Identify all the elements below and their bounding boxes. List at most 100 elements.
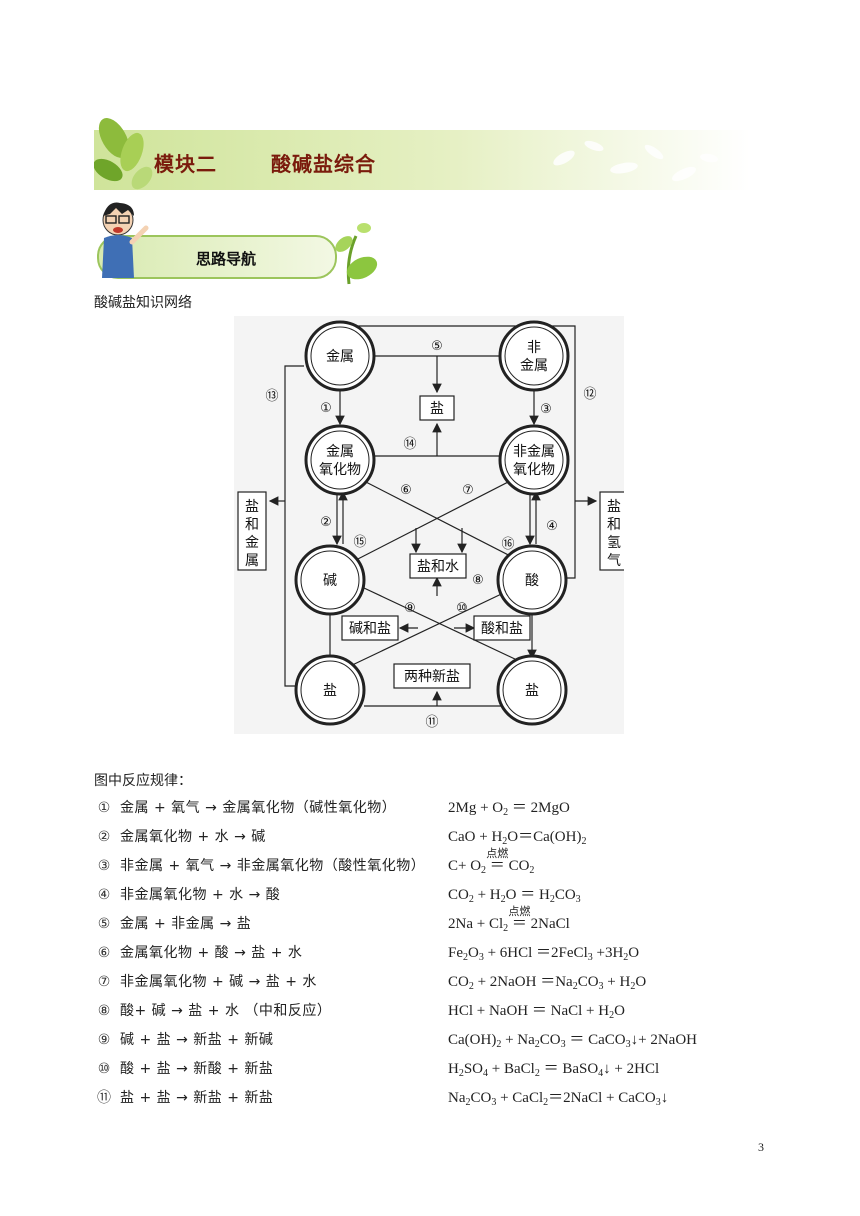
page-number: 3: [758, 1140, 764, 1154]
box-salt-hydrogen-c3: 氢: [607, 535, 621, 551]
sprout-icon: [335, 223, 378, 285]
box-salt-metal-c1: 盐: [245, 499, 259, 515]
node-base: 碱: [323, 573, 337, 589]
label-16: ⑯: [501, 537, 514, 552]
rule-number: ⑩: [97, 1061, 111, 1077]
label-2: ②: [320, 515, 332, 530]
label-10: ⑩: [456, 601, 468, 616]
label-13: ⑬: [265, 389, 278, 404]
knowledge-network-diagram: 金属 非 金属 金属 氧化物 非金属 氧化物 碱 酸 盐 盐 盐 盐和水 碱和盐…: [234, 316, 624, 734]
node-salt-left: 盐: [323, 683, 337, 699]
rule-number: ②: [97, 829, 111, 845]
rule-row: ⑪ 盐 + 盐 → 新盐 + 新盐 Na2CO3 + CaCl2＝2NaCl +…: [94, 1087, 764, 1109]
rule-number: ⑦: [97, 974, 111, 990]
rule-equation: 2Na + Cl2 点燃＝ 2NaCl: [448, 905, 570, 935]
node-nonmetal-oxide-line1: 非金属: [513, 444, 555, 460]
label-5: ⑤: [431, 339, 443, 354]
node-acid: 酸: [525, 573, 539, 589]
rule-row: ③ 非金属 + 氧气 → 非金属氧化物（酸性氧化物） C+ O2 点燃＝ CO2: [94, 847, 764, 877]
label-3: ③: [540, 402, 552, 417]
box-salt-hydrogen-c2: 和: [607, 517, 621, 533]
rule-equation: CO2 + H2O ＝ H2CO3: [448, 887, 581, 905]
box-salt-metal-c2: 和: [245, 517, 259, 533]
rule-number: ⑧: [97, 1003, 111, 1019]
module-label: 模块二: [154, 152, 217, 176]
rule-row: ⑧ 酸+ 碱 → 盐 + 水 （中和反应） HCl + NaOH ＝ NaCl …: [94, 1000, 764, 1022]
label-1: ①: [320, 401, 332, 416]
box-acid-salt: 酸和盐: [481, 621, 523, 637]
rule-number: ①: [97, 800, 111, 816]
section-banner: [97, 202, 378, 285]
rule-text: 盐 + 盐 → 新盐 + 新盐: [120, 1090, 274, 1106]
rule-text: 非金属氧化物 + 碱 → 盐 + 水: [120, 974, 317, 990]
rule-equation: HCl + NaOH ＝ NaCl + H2O: [448, 1003, 625, 1021]
label-12: ⑫: [583, 387, 596, 402]
rule-number: ⑨: [97, 1032, 111, 1048]
module-banner: [94, 118, 750, 190]
rule-equation: Ca(OH)2 + Na2CO3 ＝ CaCO3↓+ 2NaOH: [448, 1032, 698, 1050]
module-name: 酸碱盐综合: [271, 152, 376, 176]
rule-text: 碱 + 盐 → 新盐 + 新碱: [120, 1032, 274, 1048]
node-nonmetal-line1: 非: [527, 340, 541, 356]
rule-row: ① 金属 + 氧气 → 金属氧化物（碱性氧化物） 2Mg + O2 ＝ 2MgO: [94, 797, 764, 819]
node-salt-right: 盐: [525, 683, 539, 699]
rule-equation: H2SO4 + BaCl2 ＝ BaSO4↓ + 2HCl: [448, 1061, 660, 1079]
rule-row: ④ 非金属氧化物 + 水 → 酸 CO2 + H2O ＝ H2CO3: [94, 884, 764, 906]
box-two-new-salts: 两种新盐: [404, 669, 460, 685]
rule-equation: CaO + H2O＝Ca(OH)2: [448, 829, 587, 847]
rule-number: ③: [97, 858, 111, 874]
leaf-pattern-icon: [553, 140, 718, 182]
rule-text: 非金属氧化物 + 水 → 酸: [120, 887, 281, 903]
node-metal: 金属: [326, 349, 354, 365]
module-title: 模块二 酸碱盐综合: [154, 148, 376, 177]
rule-text: 金属氧化物 + 水 → 碱: [120, 829, 266, 845]
rule-number: ⑤: [97, 916, 111, 932]
box-salt-top: 盐: [430, 401, 444, 417]
rule-equation: Fe2O3 + 6HCl ＝2FeCl3 +3H2O: [448, 945, 640, 963]
node-nonmetal-line2: 金属: [520, 358, 548, 374]
rule-text: 非金属 + 氧气 → 非金属氧化物（酸性氧化物）: [120, 858, 426, 874]
reaction-condition: 点燃: [486, 847, 509, 860]
node-metal-oxide-line2: 氧化物: [319, 462, 361, 478]
label-14: ⑭: [403, 437, 416, 452]
node-metal-oxide-line1: 金属: [326, 444, 354, 460]
rules-heading: 图中反应规律：: [94, 773, 192, 789]
leaf-decoration-icon: [94, 118, 153, 190]
rule-row: ⑤ 金属 + 非金属 → 盐 2Na + Cl2 点燃＝ 2NaCl: [94, 905, 764, 935]
label-7: ⑦: [462, 483, 474, 498]
intro-text: 酸碱盐知识网络: [94, 295, 192, 311]
label-8: ⑧: [472, 573, 484, 588]
section-title: 思路导航: [196, 250, 257, 268]
rule-row: ② 金属氧化物 + 水 → 碱 CaO + H2O＝Ca(OH)2: [94, 826, 764, 848]
box-salt-metal-c3: 金: [245, 535, 259, 551]
box-salt-metal-c4: 属: [245, 553, 259, 569]
label-11: ⑪: [425, 715, 438, 730]
rule-equation: C+ O2 点燃＝ CO2: [448, 847, 534, 877]
rule-equation: Na2CO3 + CaCl2＝2NaCl + CaCO3↓: [448, 1090, 669, 1108]
rule-row: ⑩ 酸 + 盐 → 新酸 + 新盐 H2SO4 + BaCl2 ＝ BaSO4↓…: [94, 1058, 764, 1080]
rule-text: 酸+ 碱 → 盐 + 水 （中和反应）: [120, 1003, 332, 1019]
rule-row: ⑨ 碱 + 盐 → 新盐 + 新碱 Ca(OH)2 + Na2CO3 ＝ CaC…: [94, 1029, 764, 1051]
rule-text: 金属 + 非金属 → 盐: [120, 916, 252, 932]
box-base-salt: 碱和盐: [349, 621, 391, 637]
cartoon-boy-icon: [102, 202, 149, 278]
rule-row: ⑥ 金属氧化物 + 酸 → 盐 + 水 Fe2O3 + 6HCl ＝2FeCl3…: [94, 942, 764, 964]
label-4: ④: [546, 519, 558, 534]
rule-number: ④: [97, 887, 111, 903]
rule-number: ⑪: [97, 1090, 111, 1106]
rule-equation: CO2 + 2NaOH ＝Na2CO3 + H2O: [448, 974, 647, 992]
rule-equation: 2Mg + O2 ＝ 2MgO: [448, 800, 570, 818]
node-nonmetal-oxide-line2: 氧化物: [513, 462, 555, 478]
label-6: ⑥: [400, 483, 412, 498]
reaction-condition: 点燃: [508, 905, 531, 918]
box-salt-hydrogen-c1: 盐: [607, 499, 621, 515]
box-salt-hydrogen-c4: 气: [607, 553, 621, 569]
rule-row: ⑦ 非金属氧化物 + 碱 → 盐 + 水 CO2 + 2NaOH ＝Na2CO3…: [94, 971, 764, 993]
rule-text: 金属氧化物 + 酸 → 盐 + 水: [120, 945, 303, 961]
label-9: ⑨: [404, 601, 416, 616]
label-15: ⑮: [353, 535, 366, 550]
rule-number: ⑥: [97, 945, 111, 961]
box-salt-water: 盐和水: [417, 559, 459, 575]
rule-text: 金属 + 氧气 → 金属氧化物（碱性氧化物）: [120, 800, 397, 816]
rule-text: 酸 + 盐 → 新酸 + 新盐: [120, 1061, 274, 1077]
